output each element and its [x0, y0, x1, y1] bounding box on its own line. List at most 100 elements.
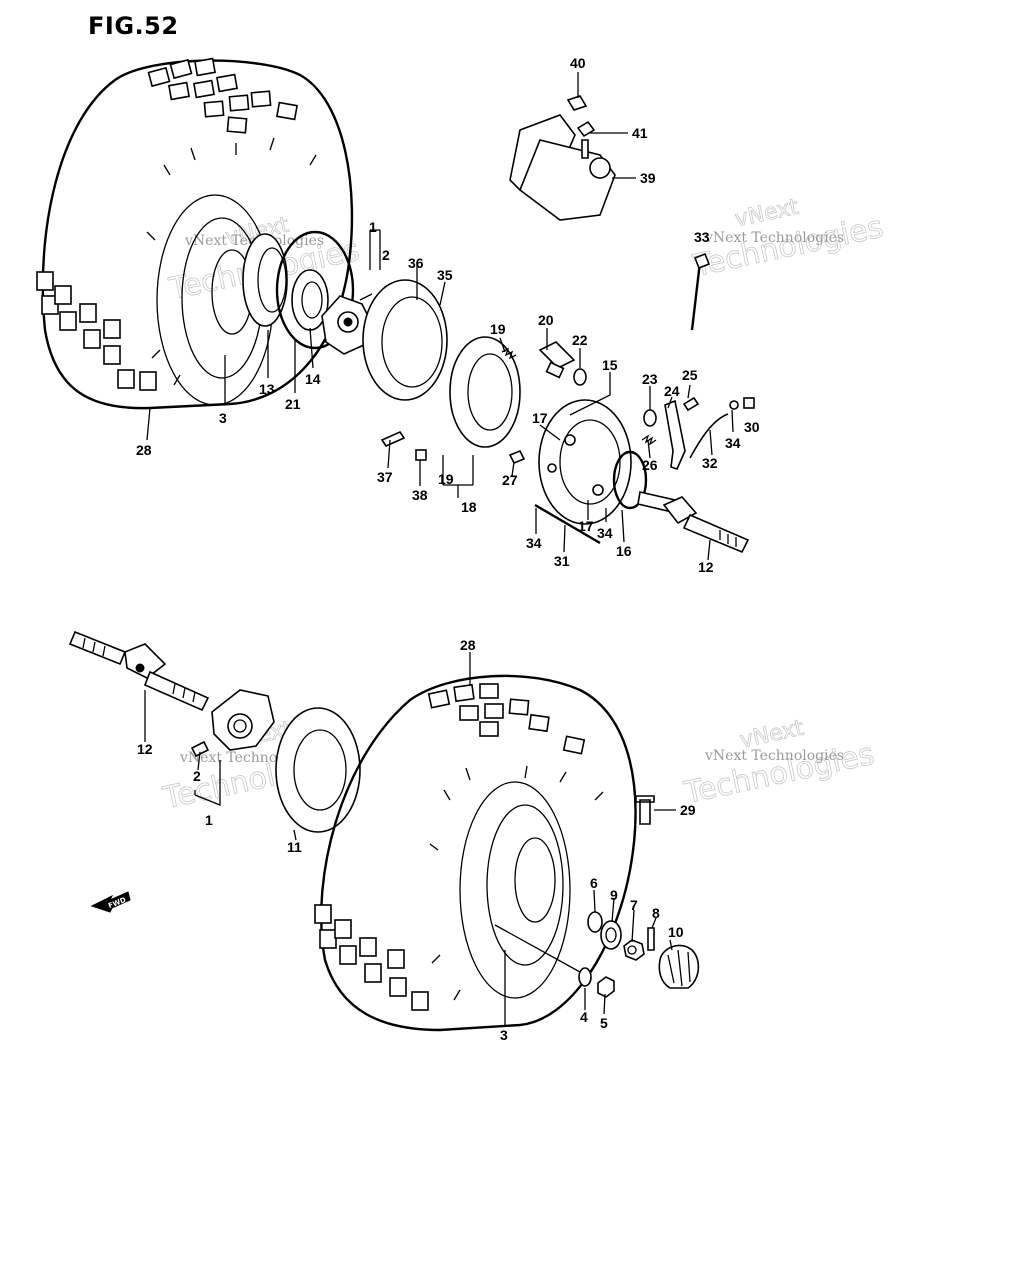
- fwd-arrow: FWD: [90, 891, 131, 913]
- circlip-16: [612, 450, 648, 510]
- bolt-25: [682, 396, 700, 412]
- callout-10: 10: [668, 924, 684, 940]
- watermark-brand-text: vNext: [733, 195, 801, 233]
- callout-17: 17: [532, 410, 548, 426]
- backing-plate-15: [538, 399, 632, 525]
- hub-drum-13: [242, 233, 288, 327]
- callout-17: 17: [578, 518, 594, 534]
- bolt-29: [635, 795, 655, 825]
- callout-25: 25: [682, 367, 698, 383]
- washer-6: [587, 911, 603, 933]
- hub-lower: [211, 689, 275, 751]
- leader-lines-upper: [146, 72, 734, 561]
- nut-30: [743, 397, 755, 409]
- callout-23: 23: [642, 371, 658, 387]
- cam-lever-24: [664, 399, 686, 470]
- callout-3: 3: [219, 410, 227, 426]
- callout-1: 1: [205, 812, 213, 828]
- gasket-11: [275, 707, 361, 833]
- callout-14: 14: [305, 371, 321, 387]
- clip-34: [729, 400, 739, 410]
- callout-2: 2: [193, 768, 201, 784]
- callout-8: 8: [652, 905, 660, 921]
- callout-1: 1: [369, 219, 377, 235]
- callout-22: 22: [572, 332, 588, 348]
- cam-20: [538, 341, 576, 379]
- callout-29: 29: [680, 802, 696, 818]
- callout-11: 11: [287, 839, 302, 855]
- o-ring-21: [275, 230, 355, 350]
- tread-lugs-top: [147, 57, 299, 134]
- axle-12-lower: [68, 630, 210, 712]
- callout-30: 30: [744, 419, 760, 435]
- bolt-2-lower: [190, 740, 210, 758]
- spring-19: [501, 347, 517, 360]
- nut-5: [597, 976, 615, 998]
- callout-34: 34: [526, 535, 542, 551]
- callout-7: 7: [630, 897, 638, 913]
- callouts-upper: 40 41 39 33 1 2 36 35 19 20 22 15 23 24 …: [136, 55, 760, 575]
- callout-21: 21: [285, 396, 301, 412]
- callout-35: 35: [437, 267, 453, 283]
- callout-24: 24: [664, 383, 680, 399]
- callout-38: 38: [412, 487, 428, 503]
- callout-39: 39: [640, 170, 656, 186]
- nut-7: [623, 939, 645, 961]
- axle-12-upper: [637, 491, 750, 554]
- tread-lugs-side: [36, 271, 157, 391]
- callout-13: 13: [259, 381, 275, 397]
- hose-32: [689, 413, 729, 459]
- figure-title: FIG.52: [88, 12, 179, 40]
- watermark-small-text: vNext Technologies: [704, 230, 844, 246]
- bolt-40: [566, 95, 588, 111]
- callout-19: 19: [490, 321, 506, 337]
- tire-lower: [314, 674, 637, 1032]
- callout-28: 28: [460, 637, 476, 653]
- bolt-37: [380, 430, 406, 448]
- nut-38: [415, 449, 427, 461]
- washer-4: [578, 967, 592, 987]
- callouts-lower: 28 12 2 1 11 29 6 9 7 8 10 4 5 3: [137, 637, 696, 1043]
- callout-9: 9: [610, 887, 618, 903]
- callout-2: 2: [382, 247, 390, 263]
- bearing-9: [600, 920, 622, 950]
- callout-41: 41: [632, 125, 648, 141]
- bolt-27: [508, 449, 526, 465]
- leader-lines-lower: [144, 652, 676, 1025]
- callout-31: 31: [554, 553, 570, 569]
- callout-27: 27: [502, 472, 518, 488]
- callout-37: 37: [377, 469, 393, 485]
- callout-19: 19: [438, 471, 454, 487]
- pin-33: [690, 252, 711, 331]
- callout-15: 15: [602, 357, 618, 373]
- callout-34: 34: [597, 525, 613, 541]
- hub-cap-10: [658, 944, 700, 989]
- callout-12: 12: [137, 741, 153, 757]
- callout-28: 28: [136, 442, 152, 458]
- washer-22: [573, 368, 587, 386]
- callout-33: 33: [694, 229, 710, 245]
- brake-shoes-18: [449, 336, 521, 448]
- callout-34: 34: [725, 435, 741, 451]
- callout-36: 36: [408, 255, 424, 271]
- spring-26: [641, 434, 657, 446]
- tread-lugs-side-lower: [314, 904, 429, 1011]
- tire-upper: [36, 57, 354, 410]
- bolt-41: [576, 120, 596, 159]
- callout-32: 32: [702, 455, 718, 471]
- watermark-small-text: vNext Technologies: [704, 748, 844, 764]
- callout-4: 4: [580, 1009, 588, 1025]
- callout-20: 20: [538, 312, 554, 328]
- pin-31: [534, 503, 601, 545]
- callout-12: 12: [698, 559, 714, 575]
- cotter-pin-8: [647, 927, 655, 951]
- tread-lugs-top-lower: [427, 683, 586, 755]
- callout-18: 18: [461, 499, 477, 515]
- callout-40: 40: [570, 55, 586, 71]
- hub-flange-2: [321, 293, 373, 355]
- callout-5: 5: [600, 1015, 608, 1031]
- bracket-39: [509, 114, 616, 221]
- callout-6: 6: [590, 875, 598, 891]
- callout-16: 16: [616, 543, 632, 559]
